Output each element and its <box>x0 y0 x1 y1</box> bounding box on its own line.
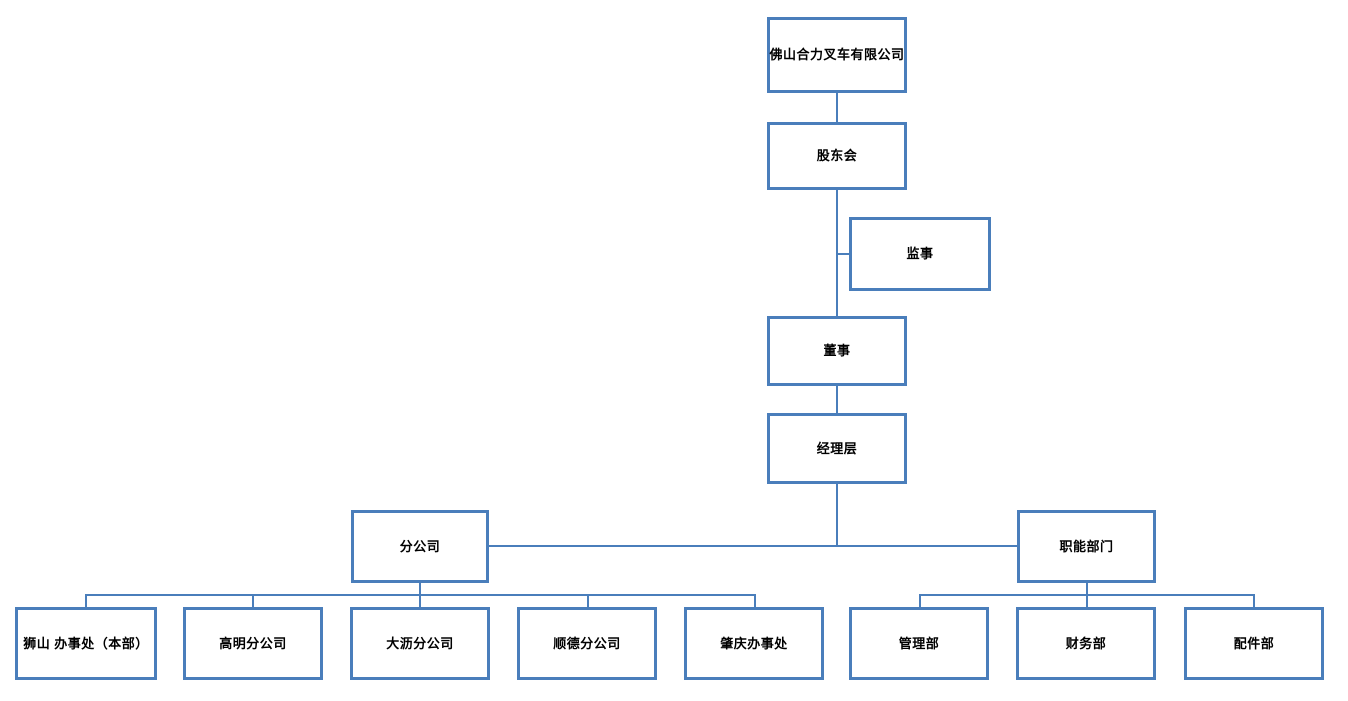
node-department-1[interactable]: 管理部 <box>849 607 989 680</box>
node-function-group-label: 职能部门 <box>1059 538 1114 554</box>
node-shareholders-meeting[interactable]: 股东会 <box>767 122 907 190</box>
connector-level6-horizontal-left <box>489 545 837 547</box>
node-supervisor[interactable]: 监事 <box>849 217 991 291</box>
connector-director-to-management <box>836 385 838 414</box>
node-shareholders-meeting-label: 股东会 <box>816 148 858 164</box>
connector-department-drop-3 <box>1253 594 1255 608</box>
node-branch-2[interactable]: 高明分公司 <box>183 607 323 680</box>
node-branch-4[interactable]: 顺德分公司 <box>517 607 657 680</box>
connector-company-to-shareholders <box>836 92 838 123</box>
node-department-2-label: 财务部 <box>1065 635 1107 651</box>
connector-branch-drop-2 <box>252 594 254 608</box>
node-company-label: 佛山合力叉车有限公司 <box>769 47 905 63</box>
node-branch-5-label: 肇庆办事处 <box>720 635 788 651</box>
connector-management-to-branchbar <box>836 483 838 546</box>
node-company[interactable]: 佛山合力叉车有限公司 <box>767 17 907 93</box>
connector-branch-drop-3 <box>419 594 421 608</box>
connector-branchgroup-drop <box>419 583 421 595</box>
node-director[interactable]: 董事 <box>767 316 907 386</box>
node-branch-5[interactable]: 肇庆办事处 <box>684 607 824 680</box>
node-branch-group-label: 分公司 <box>399 538 441 554</box>
connector-level6-horizontal-right <box>836 545 1018 547</box>
connector-department-drop-2 <box>1086 594 1088 608</box>
node-branch-1-label: 狮山 办事处（本部） <box>23 635 149 651</box>
connector-spine-to-supervisor <box>836 253 852 255</box>
node-department-3-label: 配件部 <box>1233 635 1275 651</box>
node-department-1-label: 管理部 <box>898 635 940 651</box>
node-branch-group[interactable]: 分公司 <box>351 510 489 583</box>
node-branch-3-label: 大沥分公司 <box>386 635 454 651</box>
node-branch-2-label: 高明分公司 <box>219 635 287 651</box>
connector-functiongroup-drop <box>1086 583 1088 595</box>
node-director-label: 董事 <box>823 343 851 359</box>
connector-branch-drop-1 <box>85 594 87 608</box>
connector-branch-drop-4 <box>587 594 589 608</box>
node-function-group[interactable]: 职能部门 <box>1017 510 1156 583</box>
node-supervisor-label: 监事 <box>906 246 934 262</box>
node-branch-3[interactable]: 大沥分公司 <box>350 607 490 680</box>
connector-branch-drop-5 <box>754 594 756 608</box>
node-department-2[interactable]: 财务部 <box>1016 607 1156 680</box>
node-department-3[interactable]: 配件部 <box>1184 607 1324 680</box>
node-branch-1[interactable]: 狮山 办事处（本部） <box>15 607 157 680</box>
connector-department-drop-1 <box>919 594 921 608</box>
node-management-layer[interactable]: 经理层 <box>767 413 907 484</box>
node-branch-4-label: 顺德分公司 <box>553 635 621 651</box>
node-management-layer-label: 经理层 <box>816 440 858 456</box>
